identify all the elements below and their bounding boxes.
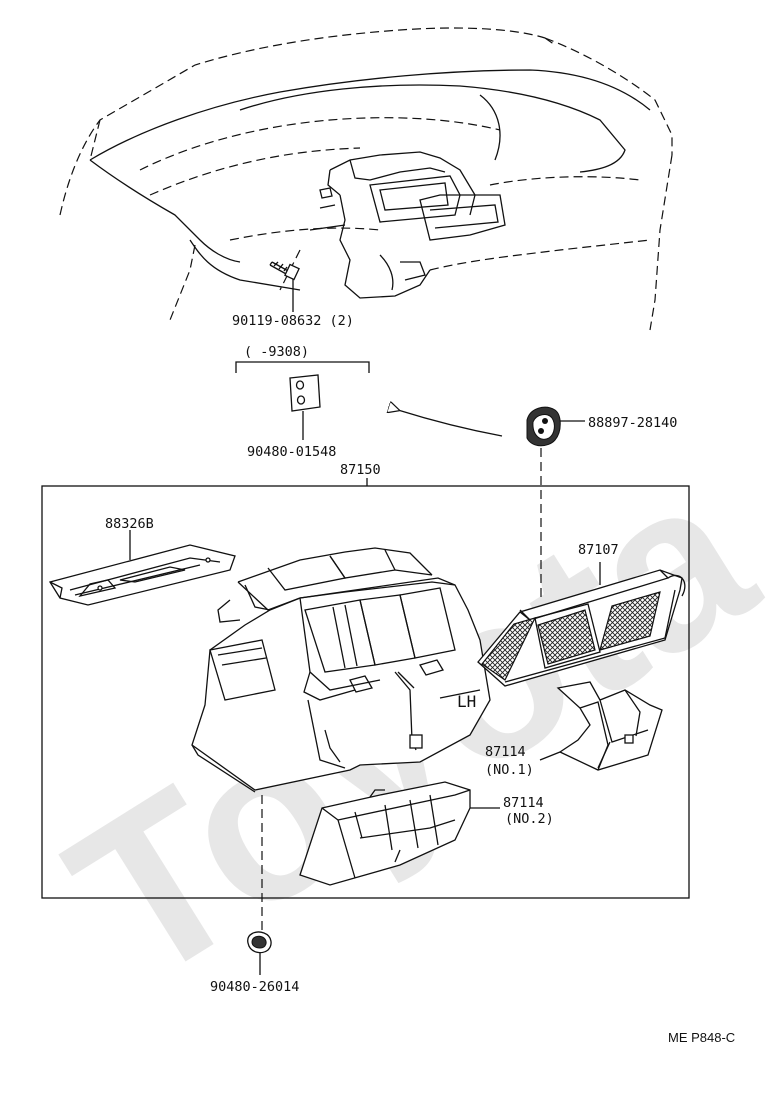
callout-grommet-top: 88897-28140	[588, 415, 677, 431]
duct-no1-part	[539, 681, 663, 771]
installed-unit-outline	[309, 151, 506, 299]
side-mark: LH	[457, 692, 476, 711]
callout-duct-no1-number: 87114	[485, 744, 526, 760]
filter-part	[477, 562, 686, 687]
callout-duct-no1-sub: (NO.1)	[485, 762, 534, 778]
callout-serial-range: ( -9308)	[244, 344, 309, 360]
gasket-small-part	[289, 374, 321, 440]
cover-part	[48, 530, 236, 606]
callout-grommet-bottom: 90480-26014	[210, 979, 299, 995]
callout-cover: 88326B	[105, 516, 154, 532]
dashboard-outline	[59, 27, 673, 331]
callout-screw: 90119-08632 (2)	[232, 313, 354, 329]
grommet-bottom-part	[247, 931, 272, 975]
serial-range-bracket	[235, 361, 370, 373]
grommet-top-part	[526, 406, 585, 600]
callout-gasket-small: 90480-01548	[247, 444, 336, 460]
screw-part	[269, 261, 300, 312]
replacement-arrow	[398, 410, 503, 437]
callout-filter: 87107	[578, 542, 619, 558]
callout-duct-no2-number: 87114	[503, 795, 544, 811]
assembly-frame	[41, 485, 690, 899]
duct-no2-part	[299, 781, 500, 886]
callout-duct-no2-sub: (NO.2)	[505, 811, 554, 827]
drawing-code: ME P848-C	[668, 1030, 735, 1045]
heater-case-part	[191, 547, 491, 793]
assembly-part-number: 87150	[340, 462, 381, 478]
